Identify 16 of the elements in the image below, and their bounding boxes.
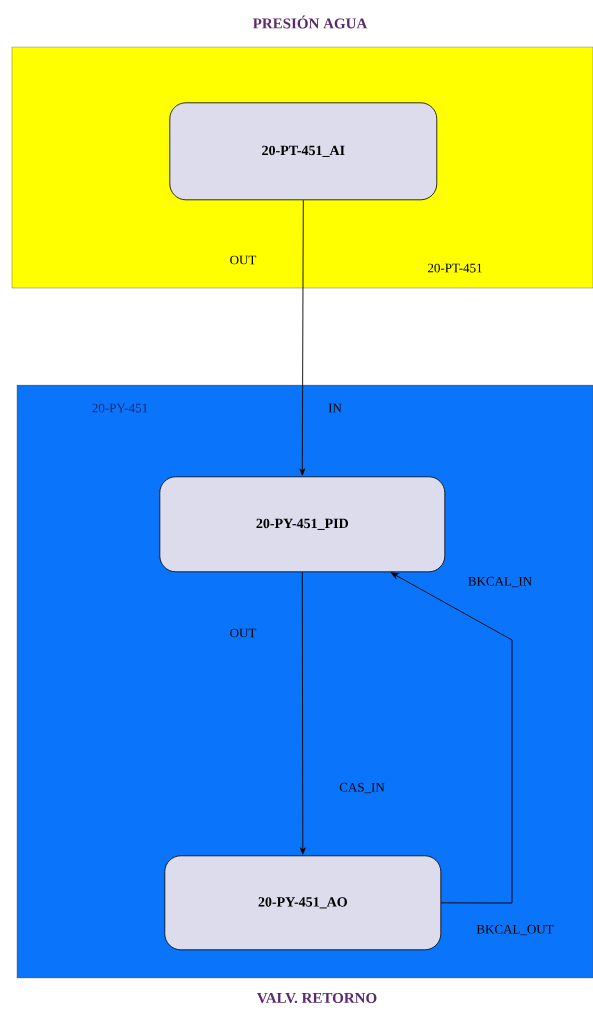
region-label: 20-PY-451 bbox=[92, 403, 148, 413]
port-label: BKCAL_IN bbox=[468, 576, 532, 588]
region-title: VALV. RETORNO bbox=[257, 992, 377, 1004]
arrow bbox=[299, 571, 306, 855]
port-label: OUT bbox=[230, 628, 257, 638]
port-label: BKCAL_OUT bbox=[476, 924, 554, 936]
block-box: 20-PY-451_AO bbox=[164, 855, 442, 951]
port-label: OUT bbox=[230, 255, 257, 265]
region-title: PRESIÓN AGUA bbox=[252, 15, 368, 29]
block-box: 20-PY-451_PID bbox=[159, 476, 446, 573]
port-label: IN bbox=[328, 403, 342, 413]
port-label: CAS_IN bbox=[339, 782, 385, 794]
arrow bbox=[390, 572, 513, 904]
arrow bbox=[299, 199, 306, 476]
region-label: 20-PT-451 bbox=[428, 263, 482, 273]
block-box: 20-PT-451_AI bbox=[169, 102, 438, 201]
